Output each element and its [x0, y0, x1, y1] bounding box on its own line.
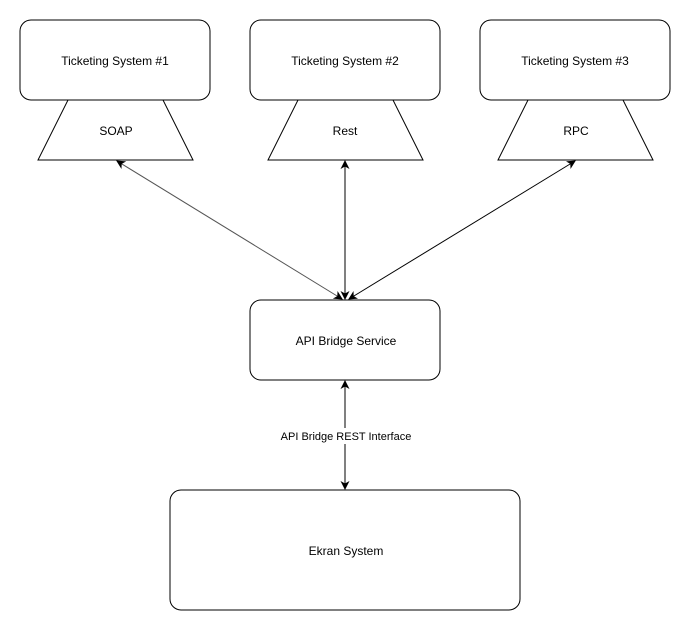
ticketing-system-3[interactable]: Ticketing System #3 RPC	[479, 19, 671, 161]
ekran-system-label: Ekran System	[309, 544, 384, 558]
ticketing-system-1-label: Ticketing System #1	[61, 54, 169, 68]
ekran-system[interactable]: Ekran System	[169, 489, 521, 611]
ticketing-system-2[interactable]: Ticketing System #2 Rest	[249, 19, 441, 161]
rest-protocol-label: Rest	[333, 124, 358, 138]
ticketing-system-3-box	[479, 19, 671, 101]
ticketing-system-2-label: Ticketing System #2	[291, 54, 399, 68]
api-bridge-service[interactable]: API Bridge Service	[249, 299, 441, 381]
ticketing-system-2-box	[249, 19, 441, 101]
ticketing-system-1-box	[19, 19, 211, 101]
api-bridge-service-label: API Bridge Service	[296, 334, 397, 348]
soap-protocol-label: SOAP	[99, 124, 132, 138]
ekran-system-box	[169, 489, 521, 611]
soap-bridge-connector[interactable]	[116, 160, 343, 300]
ticketing-system-3-label: Ticketing System #3	[521, 54, 629, 68]
ticketing-system-1[interactable]: Ticketing System #1 SOAP	[19, 19, 211, 161]
api-bridge-rest-interface-label: API Bridge REST Interface	[281, 431, 412, 443]
rpc-bridge-connector[interactable]	[348, 160, 576, 300]
interface-label-background	[276, 428, 416, 444]
rpc-protocol-label: RPC	[563, 124, 589, 138]
